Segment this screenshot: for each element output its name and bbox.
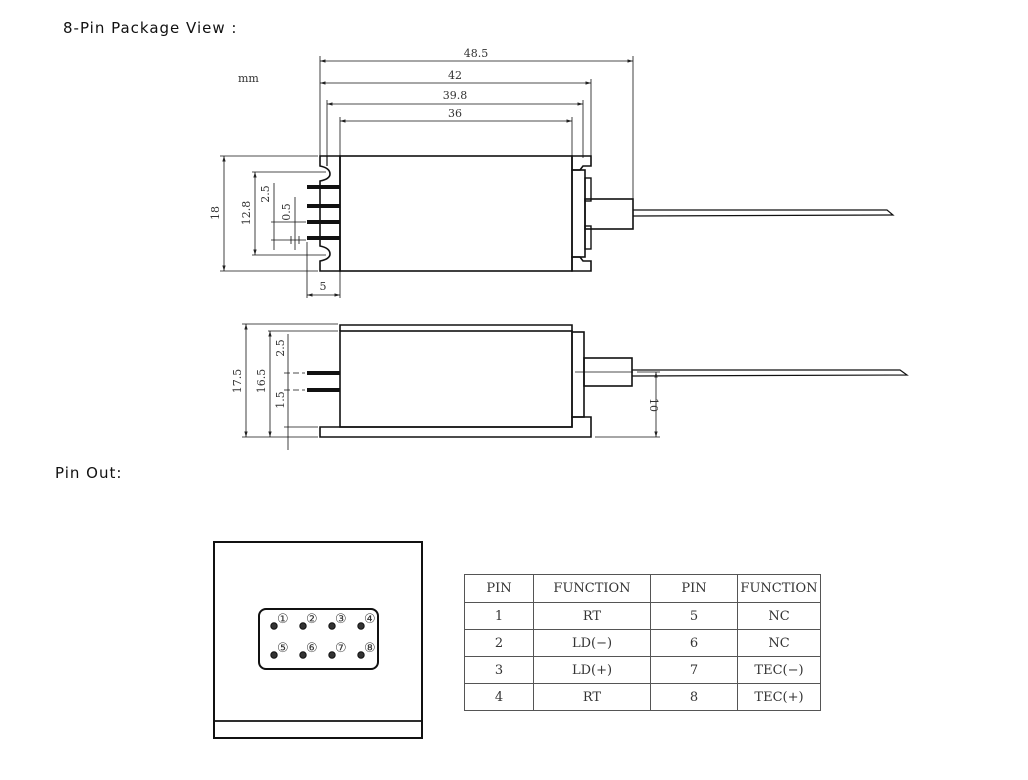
pin-number-label-3: ③ (335, 612, 347, 627)
pin-number-label-1: ① (277, 612, 289, 627)
header-function-2: FUNCTION (737, 574, 821, 603)
pin-number-label-8: ⑧ (364, 641, 376, 656)
table-row: 2 LD(−) 6 NC (464, 629, 821, 657)
header-function-1: FUNCTION (533, 574, 651, 603)
top-view (220, 56, 895, 298)
header-pin-2: PIN (650, 574, 738, 603)
top-view-pins (307, 185, 340, 240)
dim-label-pin-span: 12.8 (240, 201, 253, 226)
package-view-heading: 8-Pin Package View : (63, 19, 238, 37)
dim-label-pin-diameter: 0.5 (280, 203, 293, 221)
dim-label-pin-length: 5 (320, 280, 327, 293)
pin-number-label-5: ⑤ (277, 641, 289, 656)
pin-function: TEC(−) (737, 656, 821, 684)
pin-function: TEC(+) (737, 683, 821, 711)
pin-function-table: PIN FUNCTION PIN FUNCTION 1 RT 5 NC 2 LD… (464, 574, 821, 711)
pin-dot-7 (328, 651, 336, 659)
pin-number: 2 (464, 629, 534, 657)
pin-dot-1 (270, 622, 278, 630)
pin-number-label-6: ⑥ (306, 641, 318, 656)
pin-number: 6 (650, 629, 738, 657)
pin-function: LD(+) (533, 656, 651, 684)
pin-number: 1 (464, 602, 534, 630)
dim-label-pin-offset-bottom: 1.5 (274, 391, 287, 409)
table-row: 1 RT 5 NC (464, 602, 821, 630)
dim-label-body-height: 16.5 (255, 369, 268, 394)
dim-label-body-length: 36 (448, 107, 462, 120)
pin-function: RT (533, 602, 651, 630)
dim-label-pin-pitch: 2.5 (259, 185, 272, 203)
dim-label-width: 18 (209, 206, 222, 220)
pin-number: 7 (650, 656, 738, 684)
pin-number: 8 (650, 683, 738, 711)
pin-dot-3 (328, 622, 336, 630)
dim-label-total-height: 17.5 (231, 369, 244, 394)
pin-dot-8 (357, 651, 365, 659)
table-header-row: PIN FUNCTION PIN FUNCTION (464, 574, 821, 603)
dim-label-fiber-height: 10 (647, 398, 660, 412)
pin-dot-2 (299, 622, 307, 630)
pin-dot-5 (270, 651, 278, 659)
pin-number-label-7: ⑦ (335, 641, 347, 656)
dim-label-pin-offset-top: 2.5 (274, 339, 287, 357)
pin-function: LD(−) (533, 629, 651, 657)
pinout-diagram (213, 541, 423, 739)
header-pin-1: PIN (464, 574, 534, 603)
table-row: 4 RT 8 TEC(+) (464, 683, 821, 711)
pin-function: RT (533, 683, 651, 711)
pin-number-label-2: ② (306, 612, 318, 627)
pin-out-heading: Pin Out: (55, 464, 123, 482)
pin-dots: ① ② ③ ④ ⑤ ⑥ ⑦ ⑧ (270, 612, 376, 659)
pin-number-label-4: ④ (364, 612, 376, 627)
pin-number: 5 (650, 602, 738, 630)
pin-function: NC (737, 602, 821, 630)
dim-label-flange-length: 42 (448, 69, 462, 82)
unit-label: mm (238, 72, 259, 85)
pin-number: 3 (464, 656, 534, 684)
dim-label-body-with-tabs: 39.8 (443, 89, 468, 102)
pin-number: 4 (464, 683, 534, 711)
side-view (242, 323, 909, 450)
pin-dot-6 (299, 651, 307, 659)
dim-label-overall-length: 48.5 (464, 47, 489, 60)
table-row: 3 LD(+) 7 TEC(−) (464, 656, 821, 684)
pin-dot-4 (357, 622, 365, 630)
pin-function: NC (737, 629, 821, 657)
